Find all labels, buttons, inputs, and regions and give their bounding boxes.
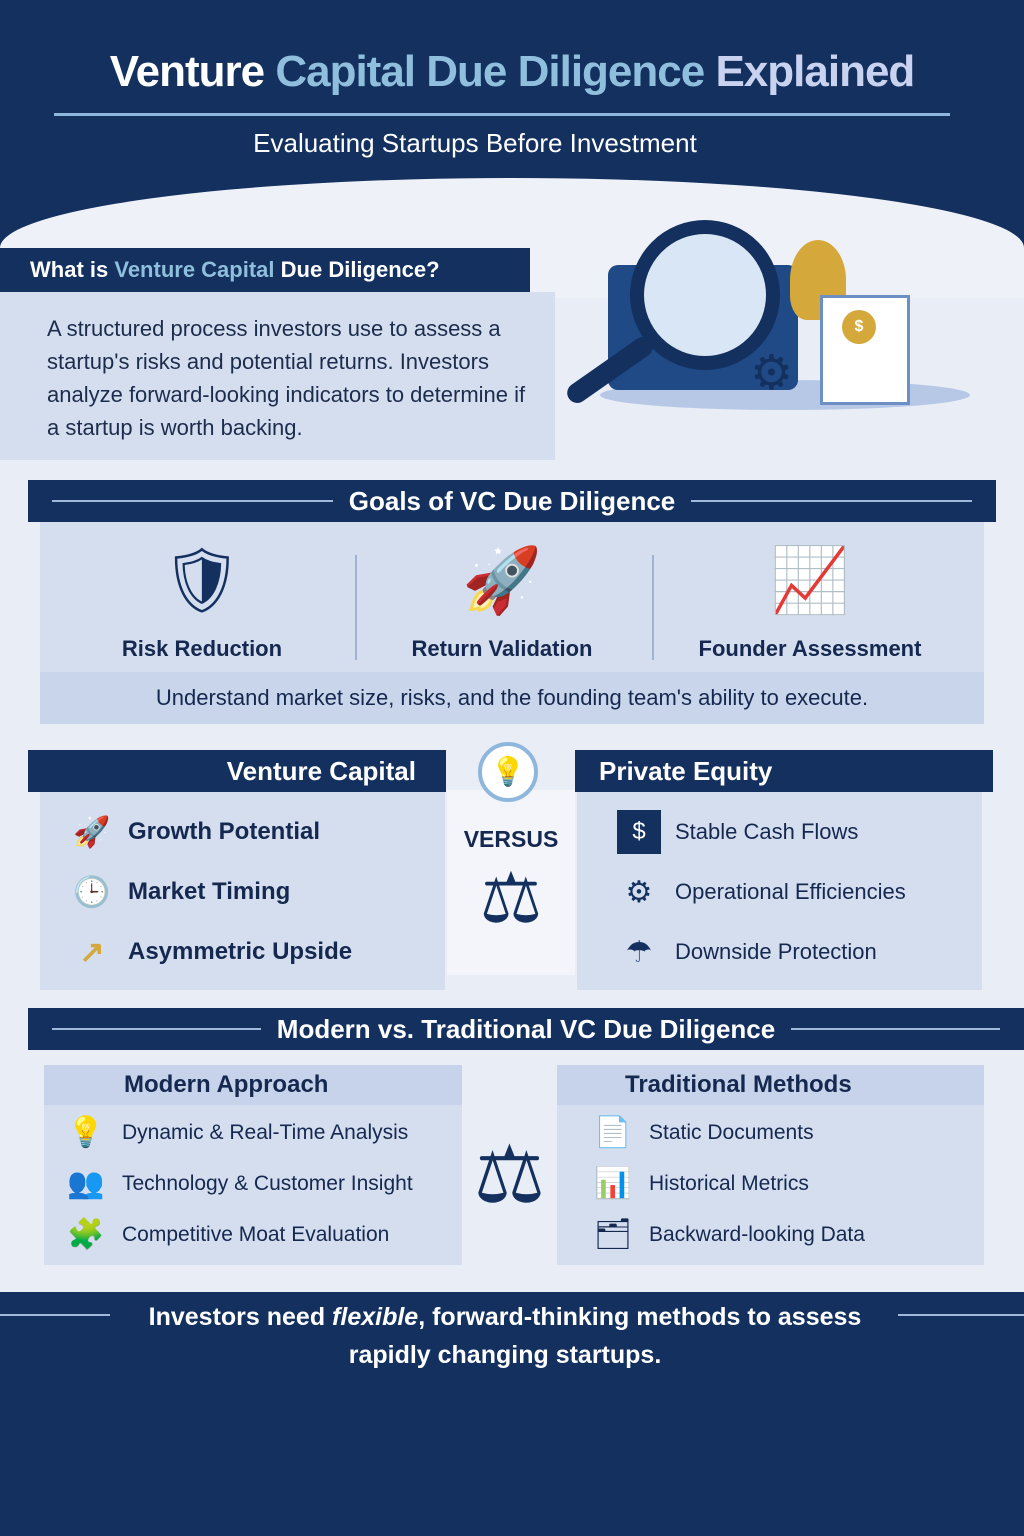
scale-icon: ⚖	[479, 859, 543, 937]
what-is-title: What is Venture Capital Due Diligence?	[0, 248, 530, 292]
arrow-up-icon: ↗	[79, 935, 105, 969]
people-icon: 👥	[67, 1167, 105, 1200]
versus-block: VERSUS ⚖	[447, 790, 575, 975]
clock-icon: 🕒	[73, 875, 111, 909]
footer-message: Investors need flexible, forward-thinkin…	[148, 1303, 862, 1369]
goals-caption: Understand market size, risks, and the f…	[40, 672, 984, 724]
list-item: ↗Asymmetric Upside	[70, 922, 445, 982]
rocket-icon: 🚀	[462, 544, 542, 616]
page-subtitle: Evaluating Startups Before Investment	[253, 128, 697, 158]
bar-chart-icon: 📊	[594, 1167, 632, 1200]
title-divider	[54, 113, 950, 116]
document-icon: 📄	[594, 1116, 632, 1149]
modern-approach-title: Modern Approach	[44, 1065, 462, 1105]
scale-icon: ⚖	[473, 1130, 546, 1219]
shield-check-icon: 🛡	[161, 544, 243, 616]
goal-founder-assessment: 📈Founder Assessment	[660, 530, 960, 662]
dollar-icon: $	[617, 810, 661, 854]
puzzle-icon: 🧩	[67, 1218, 105, 1251]
what-is-body: A structured process investors use to as…	[0, 292, 555, 460]
traditional-methods-title: Traditional Methods	[557, 1065, 984, 1105]
private-equity-title: Private Equity	[575, 750, 993, 792]
rocket-icon: 🚀	[73, 815, 111, 849]
list-item: 📄Static Documents	[591, 1107, 984, 1158]
venture-capital-title: Venture Capital	[28, 750, 446, 792]
traditional-panel: Traditional Methods 📄Static Documents 📊H…	[557, 1065, 984, 1265]
list-item: 🧩Competitive Moat Evaluation	[64, 1209, 462, 1260]
modern-panel: Modern Approach 💡Dynamic & Real-Time Ana…	[44, 1065, 462, 1265]
list-item: 💡Dynamic & Real-Time Analysis	[64, 1107, 462, 1158]
list-item: 🚀Growth Potential	[70, 802, 445, 862]
versus-label: VERSUS	[463, 826, 559, 852]
modern-title: Modern vs. Traditional VC Due Diligence	[276, 1013, 776, 1044]
gear-icon: ⚙	[625, 875, 653, 909]
modern-title-bar: Modern vs. Traditional VC Due Diligence	[28, 1008, 1024, 1050]
goals-title-bar: Goals of VC Due Diligence	[28, 480, 996, 522]
list-item: ☂Downside Protection	[617, 922, 982, 982]
list-item: $Stable Cash Flows	[617, 802, 982, 862]
list-item: 📊Historical Metrics	[591, 1158, 984, 1209]
lightbulb-icon: 💡	[478, 742, 538, 802]
list-item: ⚙Operational Efficiencies	[617, 862, 982, 922]
list-item: 👥Technology & Customer Insight	[64, 1158, 462, 1209]
umbrella-icon: ☂	[625, 935, 653, 969]
growth-arrow-icon: 📈	[770, 544, 850, 616]
magnifier-briefcase-illustration: $ ⚙	[560, 215, 980, 415]
goals-title: Goals of VC Due Diligence	[348, 485, 676, 516]
list-item: 🕒Market Timing	[70, 862, 445, 922]
footer-background	[0, 1292, 1024, 1536]
vc-list: 🚀Growth Potential 🕒Market Timing ↗Asymme…	[40, 792, 445, 990]
lightbulb-icon: 💡	[67, 1116, 105, 1149]
goal-return-validation: 🚀Return Validation	[352, 530, 652, 662]
goal-risk-reduction: 🛡Risk Reduction	[52, 530, 352, 662]
page-title: Venture Capital Due Diligence Explained	[109, 47, 916, 96]
list-item: 🗂Backward-looking Data	[591, 1209, 984, 1260]
files-icon: 🗂	[593, 1218, 633, 1251]
pe-list: $Stable Cash Flows ⚙Operational Efficien…	[577, 792, 982, 990]
